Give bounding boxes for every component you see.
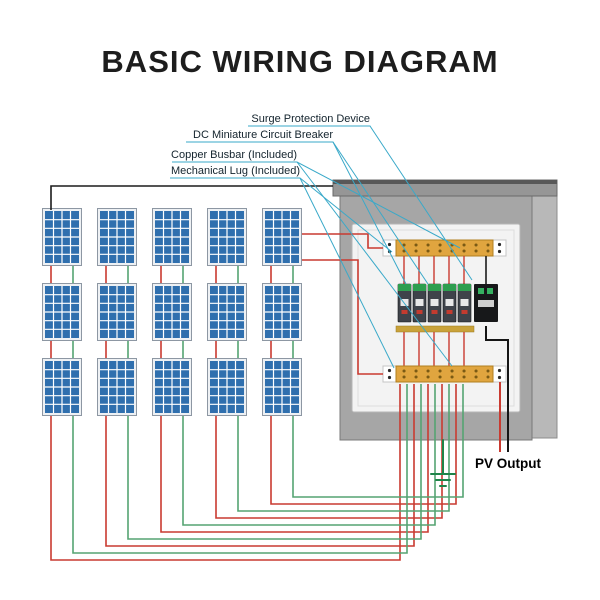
solar-panel xyxy=(152,358,192,416)
callout-label-mechanical-lug: Mechanical Lug (Included) xyxy=(171,165,300,177)
surge-protection-device xyxy=(474,284,498,322)
solar-panel xyxy=(42,208,82,266)
solar-panel xyxy=(97,283,137,341)
enclosure xyxy=(332,179,558,441)
external-wiring xyxy=(50,185,464,561)
solar-panel xyxy=(207,283,247,341)
home-run-wire-red xyxy=(105,384,415,547)
solar-panel xyxy=(97,208,137,266)
pv-output-wire-black xyxy=(485,326,509,452)
home-run-wire-green xyxy=(127,384,422,540)
mechanical-lug-right xyxy=(492,365,507,383)
panel-link-wires-red xyxy=(50,266,272,358)
home-run-wire-green xyxy=(237,384,450,512)
solar-panel xyxy=(262,208,302,266)
circuit-breaker xyxy=(457,283,472,323)
callout-label-dc-breaker: DC Miniature Circuit Breaker xyxy=(193,129,333,141)
solar-panel xyxy=(262,358,302,416)
solar-panel xyxy=(262,283,302,341)
page-title: BASIC WIRING DIAGRAM xyxy=(101,44,498,79)
pv-output-label: PV Output xyxy=(475,456,541,471)
solar-panel xyxy=(42,358,82,416)
solar-panel xyxy=(97,358,137,416)
home-run-wire-red xyxy=(160,384,429,533)
string-entry-wire-top xyxy=(302,233,383,249)
solar-panel xyxy=(207,358,247,416)
callout-line-lug-2 xyxy=(299,177,395,369)
callout-label-copper-busbar: Copper Busbar (Included) xyxy=(171,149,297,161)
solar-panel xyxy=(207,208,247,266)
solar-panel xyxy=(42,283,82,341)
callout-line-surge xyxy=(248,125,473,281)
callout-label-surge-protection: Surge Protection Device xyxy=(251,113,370,125)
home-run-wire-red xyxy=(270,384,457,505)
solar-panel-array xyxy=(42,208,302,416)
circuit-breaker xyxy=(427,283,442,323)
home-run-wire-green xyxy=(72,384,408,554)
home-run-wire-green xyxy=(292,384,464,498)
circuit-breaker xyxy=(412,283,427,323)
dc-circuit-breakers xyxy=(397,283,498,323)
string-entry-wire-side xyxy=(302,259,383,375)
mechanical-lug-left xyxy=(382,365,397,383)
copper-busbar-bottom xyxy=(395,365,494,383)
top-feed-wire xyxy=(50,185,333,210)
breaker-comb-busbar xyxy=(395,325,475,333)
pv-output-wires xyxy=(485,326,509,452)
home-run-wire-red xyxy=(50,384,401,561)
circuit-breaker xyxy=(442,283,457,323)
enclosure-side-panel xyxy=(531,195,558,439)
ground-symbol xyxy=(430,439,456,487)
enclosure-top-edge xyxy=(333,180,557,184)
mechanical-lug-right xyxy=(492,239,507,257)
panel-link-wires-green xyxy=(72,266,294,358)
copper-busbar-top xyxy=(395,239,494,257)
breaker-to-busbar-wires xyxy=(403,332,465,366)
top-copper-busbar xyxy=(382,239,507,257)
bottom-copper-busbar xyxy=(382,365,507,383)
solar-panel xyxy=(152,283,192,341)
home-run-wire-green xyxy=(182,384,436,526)
callout-lines xyxy=(170,125,473,369)
callout-line-breaker-2 xyxy=(332,141,429,285)
solar-panel xyxy=(152,208,192,266)
